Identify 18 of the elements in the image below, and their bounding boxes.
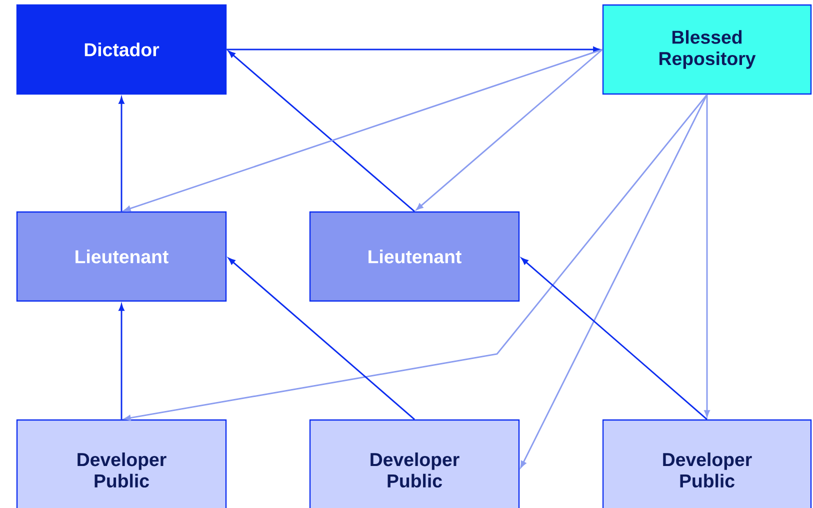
- lieutenant-box: Lieutenant: [16, 211, 227, 302]
- arrow: [521, 258, 708, 420]
- arrow: [228, 258, 415, 420]
- arrow: [520, 94, 708, 468]
- developer-box: Developer Public: [16, 419, 227, 508]
- arrow: [118, 304, 124, 420]
- arrow: [226, 46, 600, 52]
- arrow: [124, 48, 603, 212]
- developer-box: Developer Public: [602, 419, 812, 508]
- developer-box: Developer Public: [309, 419, 520, 508]
- arrow: [704, 94, 710, 417]
- arrow: [416, 48, 603, 210]
- lieutenant-box: Lieutenant: [309, 211, 520, 302]
- arrow: [124, 94, 708, 421]
- repository-box: Blessed Repository: [602, 4, 812, 95]
- arrow: [228, 50, 415, 212]
- dictator-box: Dictador: [16, 4, 227, 95]
- arrow: [118, 97, 124, 212]
